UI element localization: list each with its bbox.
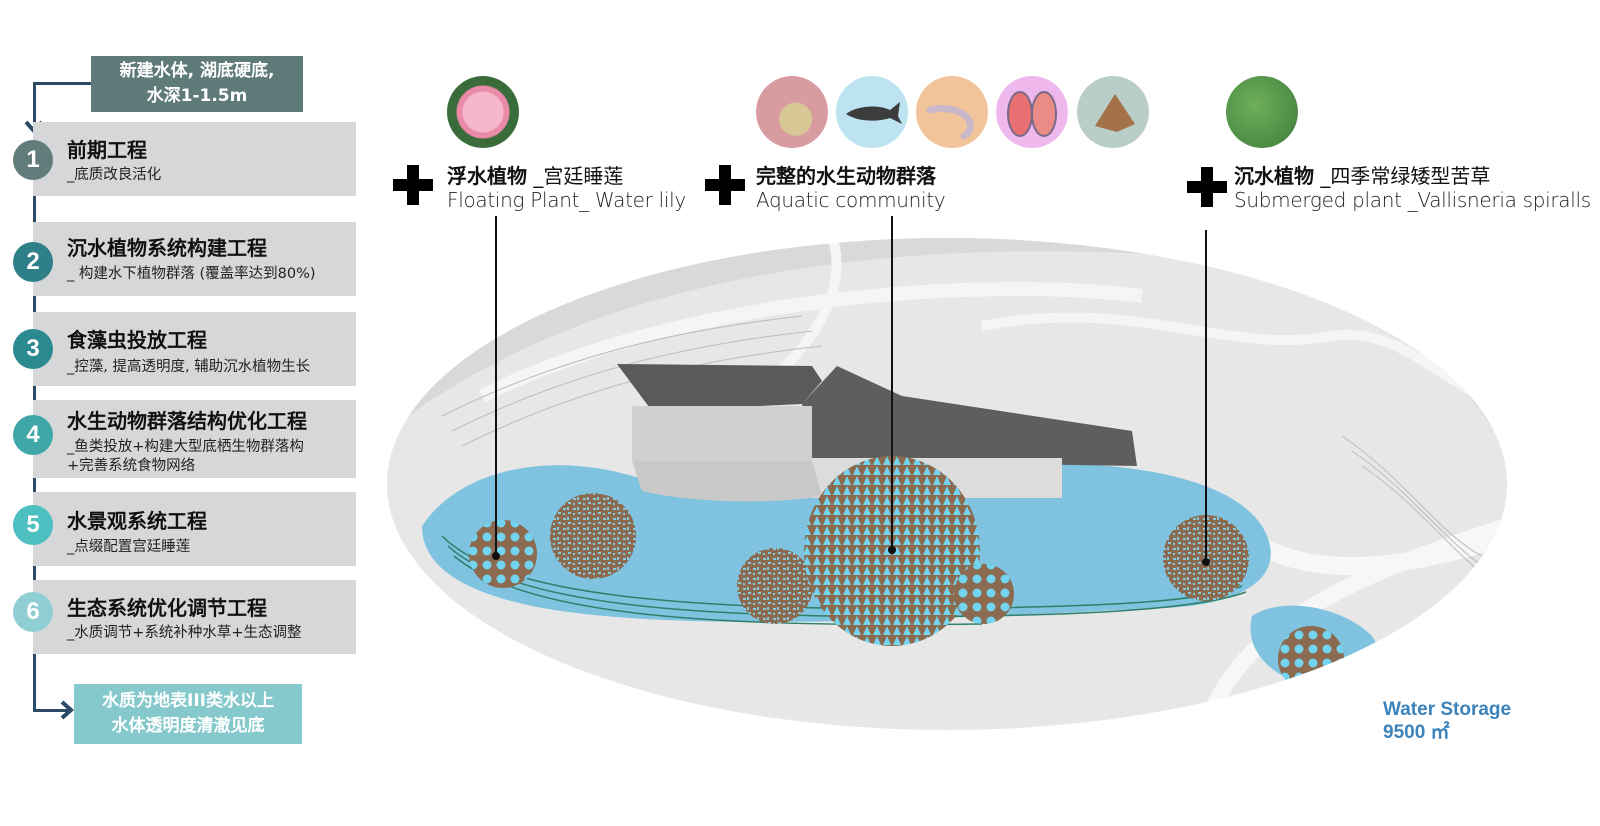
floating-plant-leader-dot [492, 552, 500, 560]
water-lily-thumbnail [447, 76, 519, 148]
step-description: _鱼类投放+构建大型底栖生物群落构 [67, 439, 304, 455]
aquatic-community-subtitle: Aquatic community [756, 188, 946, 212]
step-description: +完善系统食物网络 [67, 458, 196, 474]
process-step-1: 前期工程 _底质改良活化 [33, 122, 356, 196]
mussel-icon [1007, 91, 1057, 137]
floating-plant-title-light: _宫廷睡莲 [527, 164, 624, 188]
mussel-thumbnail [996, 76, 1068, 148]
flow-connector-bottom [33, 709, 69, 712]
step-number-badge: 4 [13, 415, 53, 455]
aquatic-community-leader-line [891, 216, 893, 550]
step-title: 沉水植物系统构建工程 [67, 236, 267, 260]
submerged-plant-title: 沉水植物 _四季常绿矮型苦草 [1234, 160, 1490, 189]
process-step-3: 食藻虫投放工程 _控藻, 提高透明度, 辅助沉水植物生长 [33, 312, 356, 386]
submerged-plant-subtitle: Submerged plant _Vallisneria spiralls [1234, 188, 1591, 212]
step-title: 生态系统优化调节工程 [67, 596, 267, 620]
process-step-5: 水景观系统工程 _点缀配置宫廷睡莲 [33, 492, 356, 566]
floating-plant-leader-line [495, 216, 497, 556]
step-description: _ 构建水下植物群落 (覆盖率达到80%) [67, 266, 316, 282]
start-condition-box: 新建水体, 湖底硬底, 水深1-1.5m [91, 56, 303, 112]
snail-icon [1095, 94, 1135, 132]
submerged-plant-title-light: _四季常绿矮型苦草 [1314, 164, 1491, 188]
step-number-badge: 2 [13, 242, 53, 282]
step-title: 水景观系统工程 [67, 509, 207, 533]
step-title: 水生动物群落结构优化工程 [67, 409, 307, 433]
floating-plant-title: 浮水植物 _宫廷睡莲 [447, 160, 623, 189]
water-storage-title: Water Storage [1383, 699, 1512, 720]
step-number-badge: 3 [13, 329, 53, 369]
step-title: 食藻虫投放工程 [67, 328, 207, 352]
process-step-4: 水生动物群落结构优化工程 _鱼类投放+构建大型底栖生物群落构 +完善系统食物网络 [33, 400, 356, 478]
result-line2: 水体透明度清澈见底 [111, 716, 265, 736]
submerged-plant-leader-dot [1202, 558, 1210, 566]
water-flea-thumbnail [756, 76, 828, 148]
aquatic-community-title: 完整的水生动物群落 [756, 160, 936, 189]
plus-icon [705, 165, 745, 205]
start-condition-line2: 水深1-1.5m [146, 86, 248, 106]
water-storage-value: 9500 ㎡ [1383, 722, 1450, 743]
process-step-6: 生态系统优化调节工程 _水质调节+系统补种水草+生态调整 [33, 580, 356, 654]
step-description: _点缀配置宫廷睡莲 [67, 539, 191, 555]
process-step-2: 沉水植物系统构建工程 _ 构建水下植物群落 (覆盖率达到80%) [33, 222, 356, 296]
step-description: _底质改良活化 [67, 167, 162, 183]
plus-icon [1187, 167, 1227, 207]
snail-thumbnail [1077, 76, 1149, 148]
flow-connector-top [33, 82, 91, 85]
fish-icon [846, 102, 902, 124]
step-number-badge: 6 [13, 592, 53, 632]
floating-plant-subtitle: Floating Plant_ Water lily [447, 188, 686, 212]
step-number-badge: 5 [13, 505, 53, 545]
result-box: 水质为地表III类水以上 水体透明度清澈见底 [74, 684, 302, 744]
fish-thumbnail [836, 76, 908, 148]
result-line1: 水质为地表III类水以上 [102, 691, 274, 711]
arrow-right-icon [60, 700, 74, 720]
step-number-badge: 1 [13, 140, 53, 180]
aquatic-community-leader-dot [888, 546, 896, 554]
step-description: _水质调节+系统补种水草+生态调整 [67, 625, 302, 641]
step-title: 前期工程 [67, 138, 147, 162]
step-description: _控藻, 提高透明度, 辅助沉水植物生长 [67, 359, 311, 375]
flow-connector-vertical [33, 84, 36, 712]
submerged-plant-title-bold: 沉水植物 [1234, 164, 1314, 188]
aquatic-community-title-bold: 完整的水生动物群落 [756, 164, 936, 188]
start-condition-line1: 新建水体, 湖底硬底, [119, 61, 275, 81]
water-storage-label: Water Storage 9500 ㎡ [1383, 698, 1511, 744]
eelgrass-thumbnail [1226, 76, 1298, 148]
shrimp-thumbnail [916, 76, 988, 148]
submerged-plant-leader-line [1205, 230, 1207, 562]
shrimp-icon [926, 105, 974, 140]
floating-plant-title-bold: 浮水植物 [447, 164, 527, 188]
plus-icon [393, 165, 433, 205]
site-plan-illustration [387, 238, 1507, 730]
